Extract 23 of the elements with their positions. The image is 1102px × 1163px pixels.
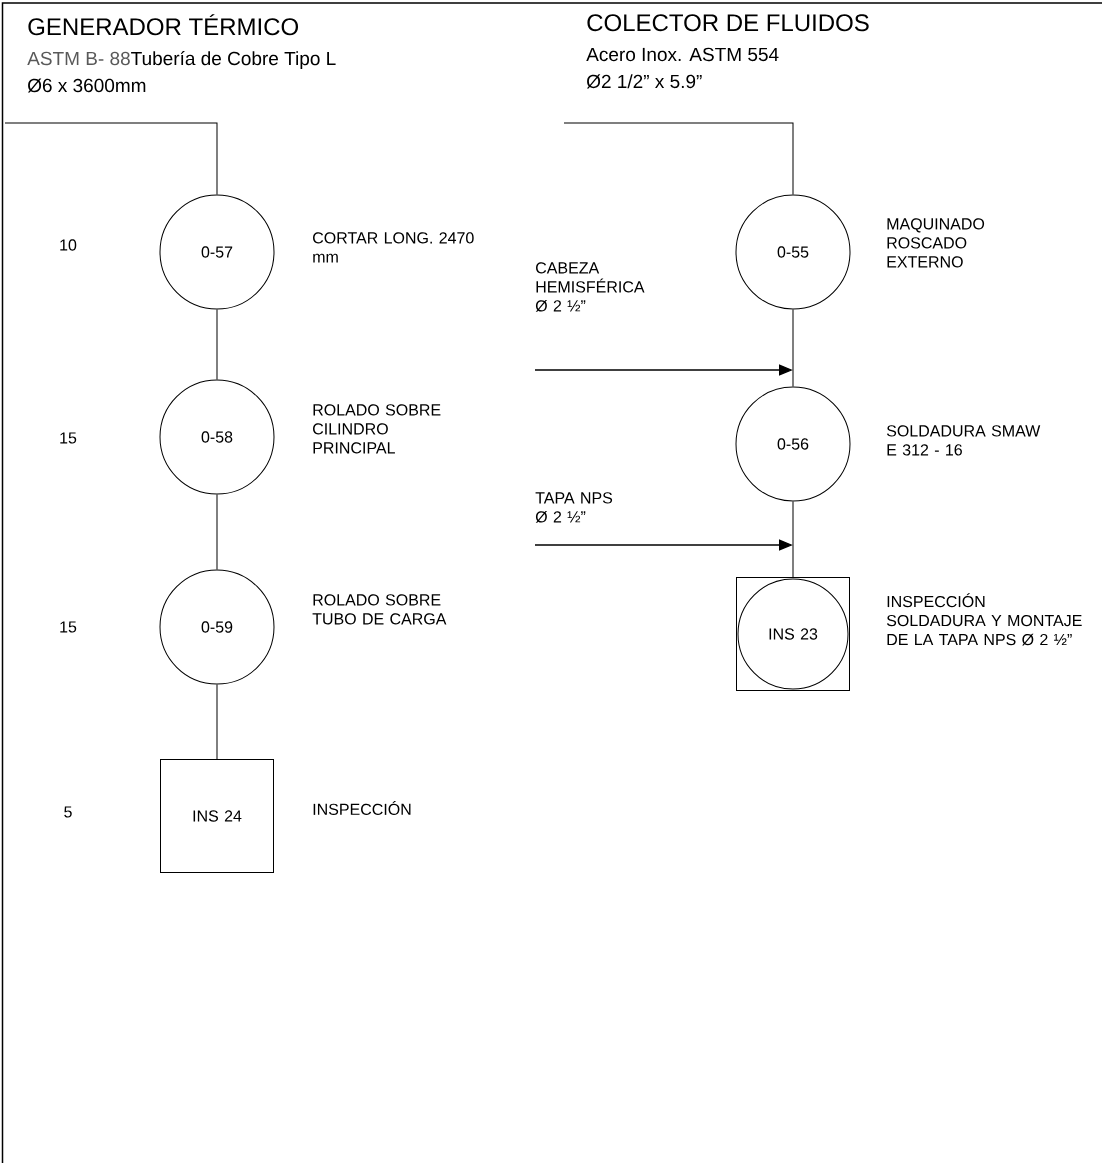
connector-line (792, 309, 794, 387)
material-label: CABEZA HEMISFÉRICA Ø 2 ½” (535, 262, 645, 312)
heading: COLECTOR DE FLUIDOS Acero Inox. ASTM 554 Ø2 1/2” x 5.9” (586, 14, 869, 89)
connector-line (4, 122, 218, 195)
connector-line (216, 309, 218, 380)
operation-description: MAQUINADO ROSCADO EXTERNO (887, 218, 985, 268)
connector-line (563, 122, 794, 195)
connector-line (216, 684, 218, 760)
operation-description: SOLDADURA SMAW E 312 - 16 (886, 425, 1041, 456)
inspection-square: INS 24 (160, 759, 274, 873)
time-value: 15 (60, 432, 77, 444)
operation-description: CORTAR LONG. 2470 mm (313, 232, 474, 263)
connector-line (216, 494, 218, 570)
time-value: 5 (64, 806, 72, 818)
connector-line (792, 501, 794, 578)
operation-description: INSPECCIÓN (313, 801, 411, 816)
operation-description: ROLADO SOBRE CILINDRO PRINCIPAL (313, 404, 441, 454)
time-value: 10 (60, 239, 77, 251)
operation-description: ROLADO SOBRE TUBO DE CARGA (312, 594, 447, 625)
heading: GENERADOR TÉRMICO ASTM B- 88Tubería de Cobre Tipo L Ø6 x 3600mm (27, 14, 336, 93)
time-value: 15 (60, 621, 77, 633)
material-label: TAPA NPS Ø 2 ½” (535, 492, 613, 523)
operation-description: INSPECCIÓN SOLDADURA Y MONTAJE DE LA TAPA NPS Ø 2 ½” (886, 593, 1082, 646)
